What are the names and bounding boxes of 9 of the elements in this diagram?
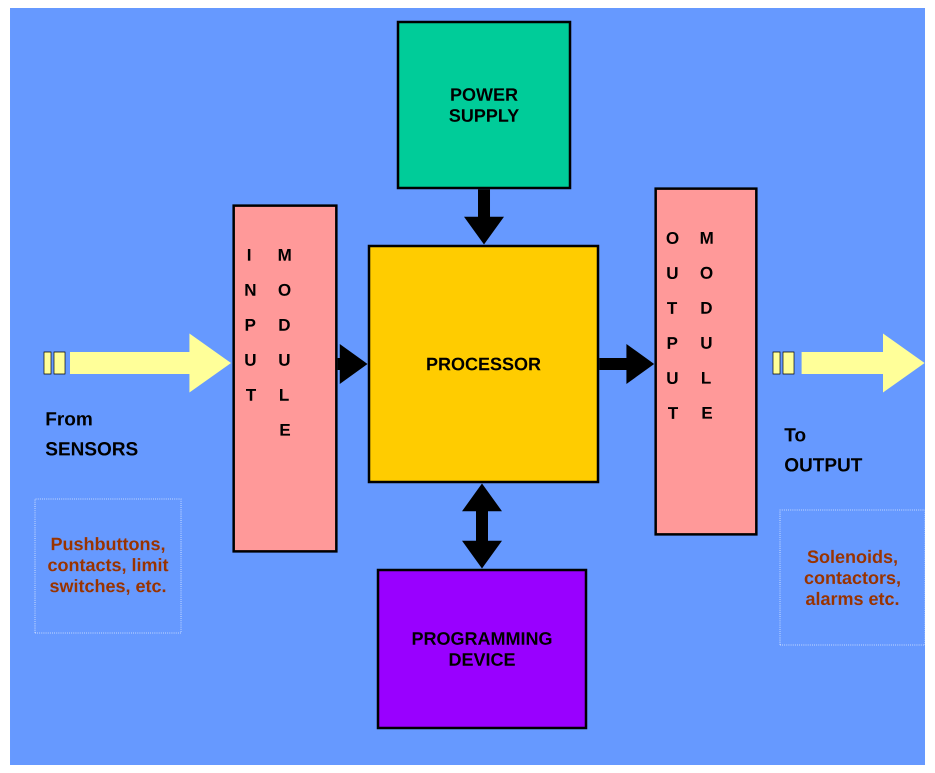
process-box: PROGRAMMING DEVICE bbox=[376, 568, 588, 730]
note-box: Pushbuttons, contacts, limit switches, etc. bbox=[34, 498, 182, 634]
side-label: From SENSORS bbox=[46, 412, 138, 456]
note-box: Solenoids, contactors, alarms etc. bbox=[780, 510, 926, 646]
side-label: To OUTPUT bbox=[784, 428, 862, 472]
process-box: POWER SUPPLY bbox=[396, 20, 572, 190]
module-box: OUTPUT MODULE bbox=[654, 187, 758, 536]
process-box: PROCESSOR bbox=[368, 244, 600, 484]
module-box: INPUT MODULE bbox=[232, 204, 338, 553]
